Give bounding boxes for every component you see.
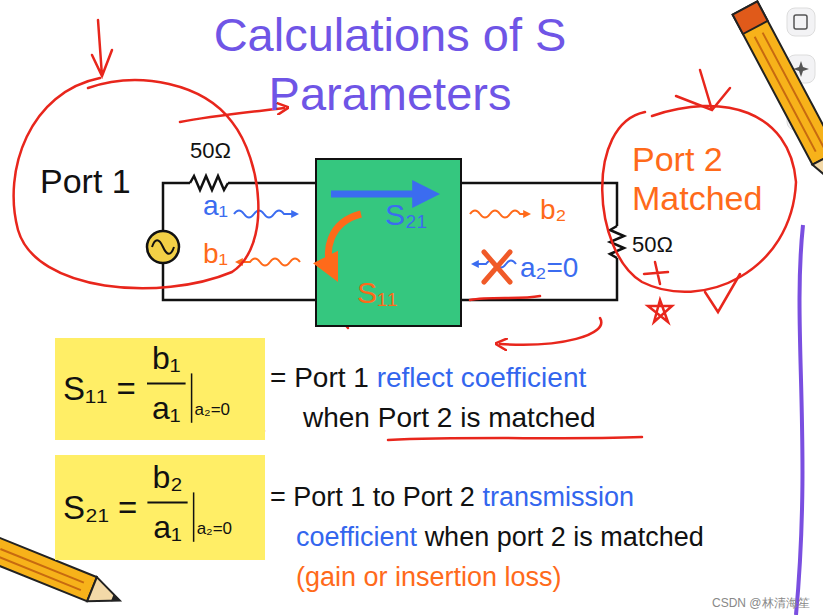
source-sine xyxy=(152,240,174,254)
formula-term: b₁ xyxy=(152,340,181,377)
description-text: = Port 1 xyxy=(270,362,369,394)
pencil-tip xyxy=(812,152,823,196)
formula-term: a₁ xyxy=(153,509,182,546)
description-text: (gain or insertion loss) xyxy=(296,562,562,593)
description-text: coefficient xyxy=(296,522,417,553)
transmission-arrow xyxy=(331,191,429,198)
wave-label: b₂ xyxy=(540,194,566,226)
star-mark xyxy=(644,262,672,322)
wire xyxy=(228,182,315,185)
description-text: transmission xyxy=(482,482,634,513)
wave-label: a₂=0 xyxy=(520,252,578,284)
icon-button xyxy=(787,8,815,36)
formula-condition: a₂=0 xyxy=(197,519,232,539)
wire xyxy=(163,183,190,231)
resistor-value: 50Ω xyxy=(190,138,231,163)
arrow-mark xyxy=(500,318,601,345)
formula-term: a₁ xyxy=(152,390,181,427)
formula-term: b₂ xyxy=(152,459,182,496)
wave-label: b₁ xyxy=(203,238,228,270)
formula-box: S₁₁ = b₁ a₁ a₂=0 xyxy=(55,338,265,440)
arrow-mark xyxy=(676,70,730,110)
evaluation-bar xyxy=(193,492,195,541)
formula-lhs: S₂₁ = xyxy=(63,489,137,527)
port-label: Port 1 xyxy=(40,162,131,201)
pencil-stripe xyxy=(755,33,823,152)
arrow-mark xyxy=(180,108,284,122)
underline-mark xyxy=(470,296,540,300)
s-parameter-label: S₂₁ xyxy=(385,198,427,233)
check-mark xyxy=(705,274,740,312)
description-text: when Port 2 is matched xyxy=(303,402,596,434)
resistor-value: 50Ω xyxy=(632,232,673,257)
cross-mark xyxy=(484,252,510,282)
wave-arrow xyxy=(238,259,300,266)
watermark: CSDN @林清海笙 xyxy=(712,597,810,611)
wire xyxy=(462,183,617,226)
arrow-mark xyxy=(92,20,112,76)
fraction-bar xyxy=(147,382,186,384)
pencil-eraser xyxy=(733,1,768,34)
formula-box: S₂₁ = b₂ a₁ a₂=0 xyxy=(55,455,265,560)
wave-arrow xyxy=(234,211,296,218)
reflection-arrow xyxy=(329,214,361,272)
pencil-body xyxy=(733,1,823,164)
icon-glyph xyxy=(794,15,807,29)
formula-condition: a₂=0 xyxy=(195,400,230,420)
description-text: reflect coefficient xyxy=(377,362,587,394)
circle-mark xyxy=(602,106,796,292)
formula-lhs: S₁₁ = xyxy=(63,370,136,408)
s-parameter-label: S₁₁ xyxy=(357,276,397,311)
circle-mark xyxy=(14,78,259,288)
source-symbol xyxy=(147,231,179,263)
wire xyxy=(163,263,315,300)
resistor-symbol xyxy=(190,176,228,190)
description-text: when port 2 is matched xyxy=(425,522,704,553)
margin-line xyxy=(796,225,803,615)
wave-arrow xyxy=(470,211,528,218)
fraction-bar xyxy=(147,501,187,503)
pencil-drawing xyxy=(733,1,823,195)
underline-mark xyxy=(388,437,642,440)
two-port-box: S₂₁ S₁₁ xyxy=(315,158,462,327)
wave-label: a₁ xyxy=(203,190,228,222)
pencil-tip xyxy=(87,577,125,612)
pencil-lead xyxy=(111,594,121,604)
slide-title: Calculations of S Parameters xyxy=(175,6,605,124)
description-text: = Port 1 to Port 2 xyxy=(270,482,475,513)
evaluation-bar xyxy=(191,373,193,422)
port-label: Port 2 Matched xyxy=(632,140,782,218)
